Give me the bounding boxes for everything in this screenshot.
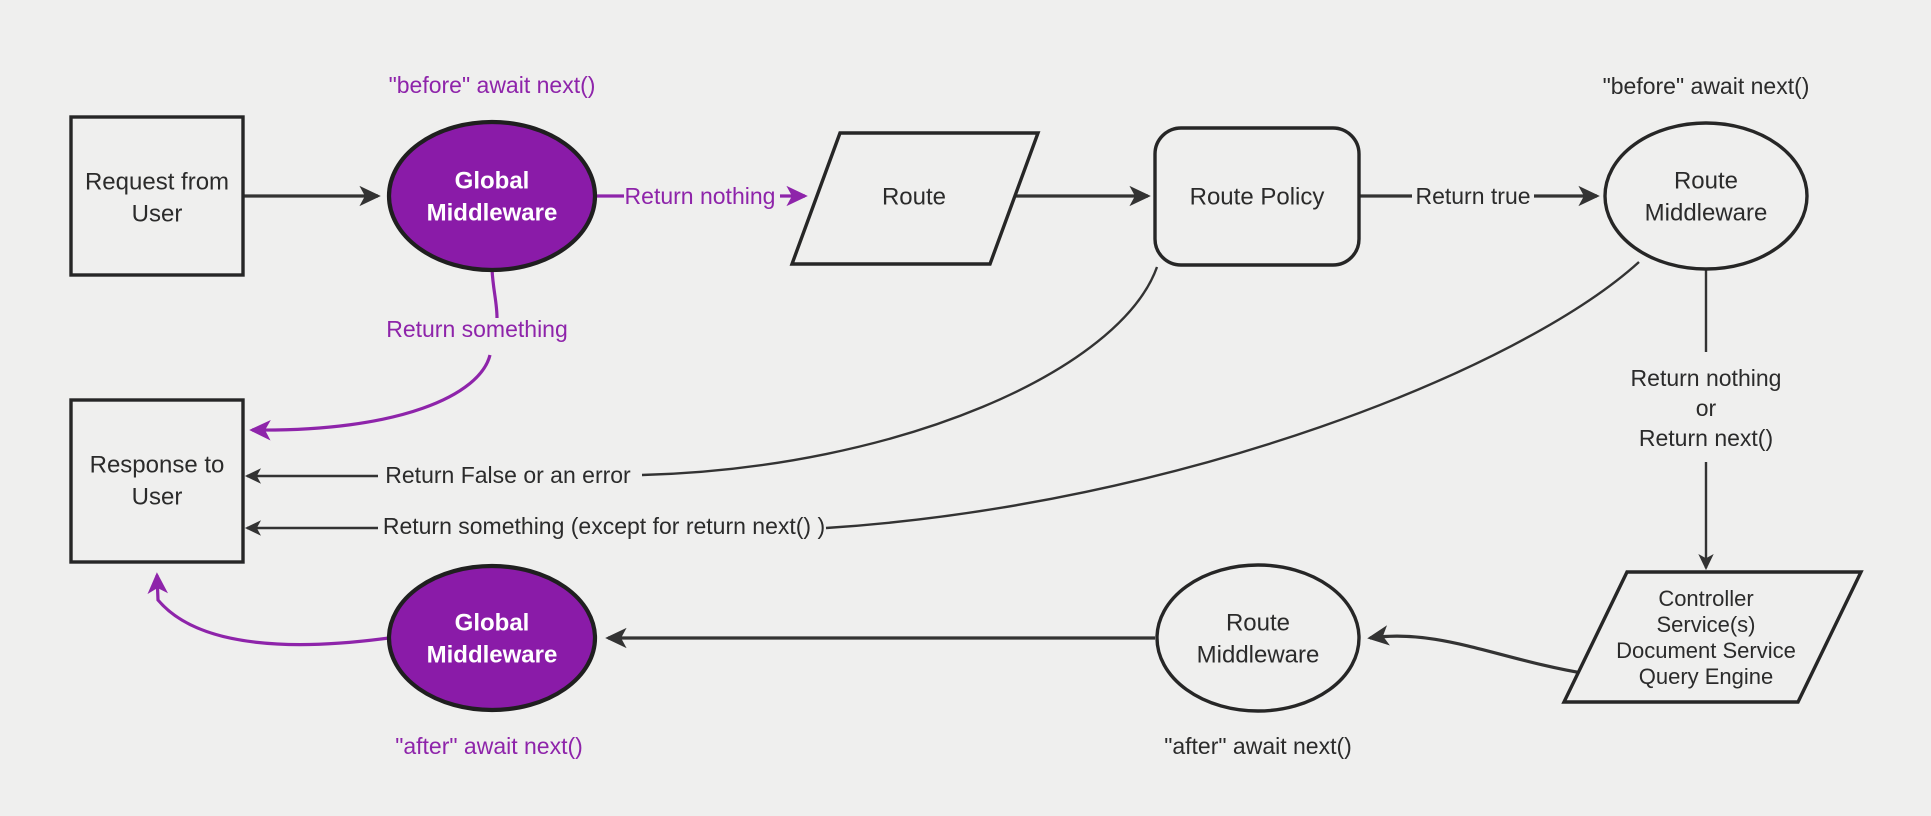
route-parallelogram (789, 131, 1041, 266)
edge-policy-to-response-right (641, 266, 1159, 477)
response-to-user-label-line1: Response to (90, 451, 225, 478)
edge-label-rmw-result-line1: Return nothing (1631, 365, 1782, 391)
route-middleware-after-ellipse (1155, 563, 1361, 713)
route-policy-label: Route Policy (1190, 183, 1325, 210)
node-route-policy[interactable]: Route Policy (1153, 126, 1361, 267)
response-to-user-box (69, 398, 245, 564)
controller-services-label-line4: Query Engine (1639, 664, 1774, 689)
route-policy-box (1153, 126, 1361, 267)
route-middleware-after-label-line1: Route (1226, 609, 1290, 636)
controller-services-parallelogram (1561, 570, 1864, 704)
route-middleware-after-label-line2: Middleware (1197, 641, 1320, 668)
node-request-from-user[interactable]: Request from User (69, 115, 245, 277)
edge-global-before-return-something-upper (490, 268, 499, 319)
node-route-middleware-before[interactable]: Route Middleware (1603, 121, 1809, 271)
controller-services-label-line3: Document Service (1616, 638, 1796, 663)
request-from-user-label-line2: User (132, 200, 183, 227)
edge-controller-to-rmw-after (1367, 625, 1589, 676)
node-response-to-user[interactable]: Response to User (69, 398, 245, 564)
response-to-user-label-line2: User (132, 483, 183, 510)
edge-label-return-something-except: Return something (except for return next… (383, 513, 825, 539)
request-from-user-box (69, 115, 245, 277)
controller-services-label-line2: Service(s) (1656, 612, 1755, 637)
note-global-before-await: "before" await next() (389, 72, 596, 98)
edge-global-after-to-response (147, 572, 390, 647)
global-middleware-after-ellipse (386, 563, 598, 713)
route-middleware-before-ellipse (1603, 121, 1809, 271)
route-middleware-before-label-line2: Middleware (1645, 199, 1768, 226)
edge-global-before-return-something-lower (249, 354, 492, 441)
edge-rmw-to-response-right (825, 261, 1640, 530)
edge-label-rmw-result-line2: or (1696, 395, 1717, 421)
global-middleware-before-label-line1: Global (455, 167, 530, 194)
note-route-mw-after-await: "after" await next() (1164, 733, 1352, 759)
edge-label-return-something: Return something (386, 316, 568, 342)
global-middleware-before-ellipse (386, 119, 598, 273)
controller-services-label-line1: Controller (1658, 586, 1753, 611)
node-global-middleware-before[interactable]: Global Middleware (386, 119, 598, 273)
request-from-user-label-line1: Request from (85, 168, 229, 195)
global-middleware-after-label-line2: Middleware (427, 641, 558, 668)
global-middleware-after-label-line1: Global (455, 609, 530, 636)
edge-label-return-nothing: Return nothing (625, 183, 776, 209)
edge-label-return-true: Return true (1415, 183, 1530, 209)
edge-label-rmw-result-line3: Return next() (1639, 425, 1773, 451)
note-route-mw-before-await: "before" await next() (1603, 73, 1810, 99)
route-middleware-before-label-line1: Route (1674, 167, 1738, 194)
node-route-middleware-after[interactable]: Route Middleware (1155, 563, 1361, 713)
note-global-after-await: "after" await next() (395, 733, 583, 759)
edge-label-return-false-or-error: Return False or an error (385, 462, 631, 488)
node-global-middleware-after[interactable]: Global Middleware (386, 563, 598, 713)
route-label: Route (882, 183, 946, 210)
node-route[interactable]: Route (789, 131, 1041, 266)
global-middleware-before-label-line2: Middleware (427, 199, 558, 226)
node-controller-services[interactable]: Controller Service(s) Document Service Q… (1561, 570, 1864, 704)
